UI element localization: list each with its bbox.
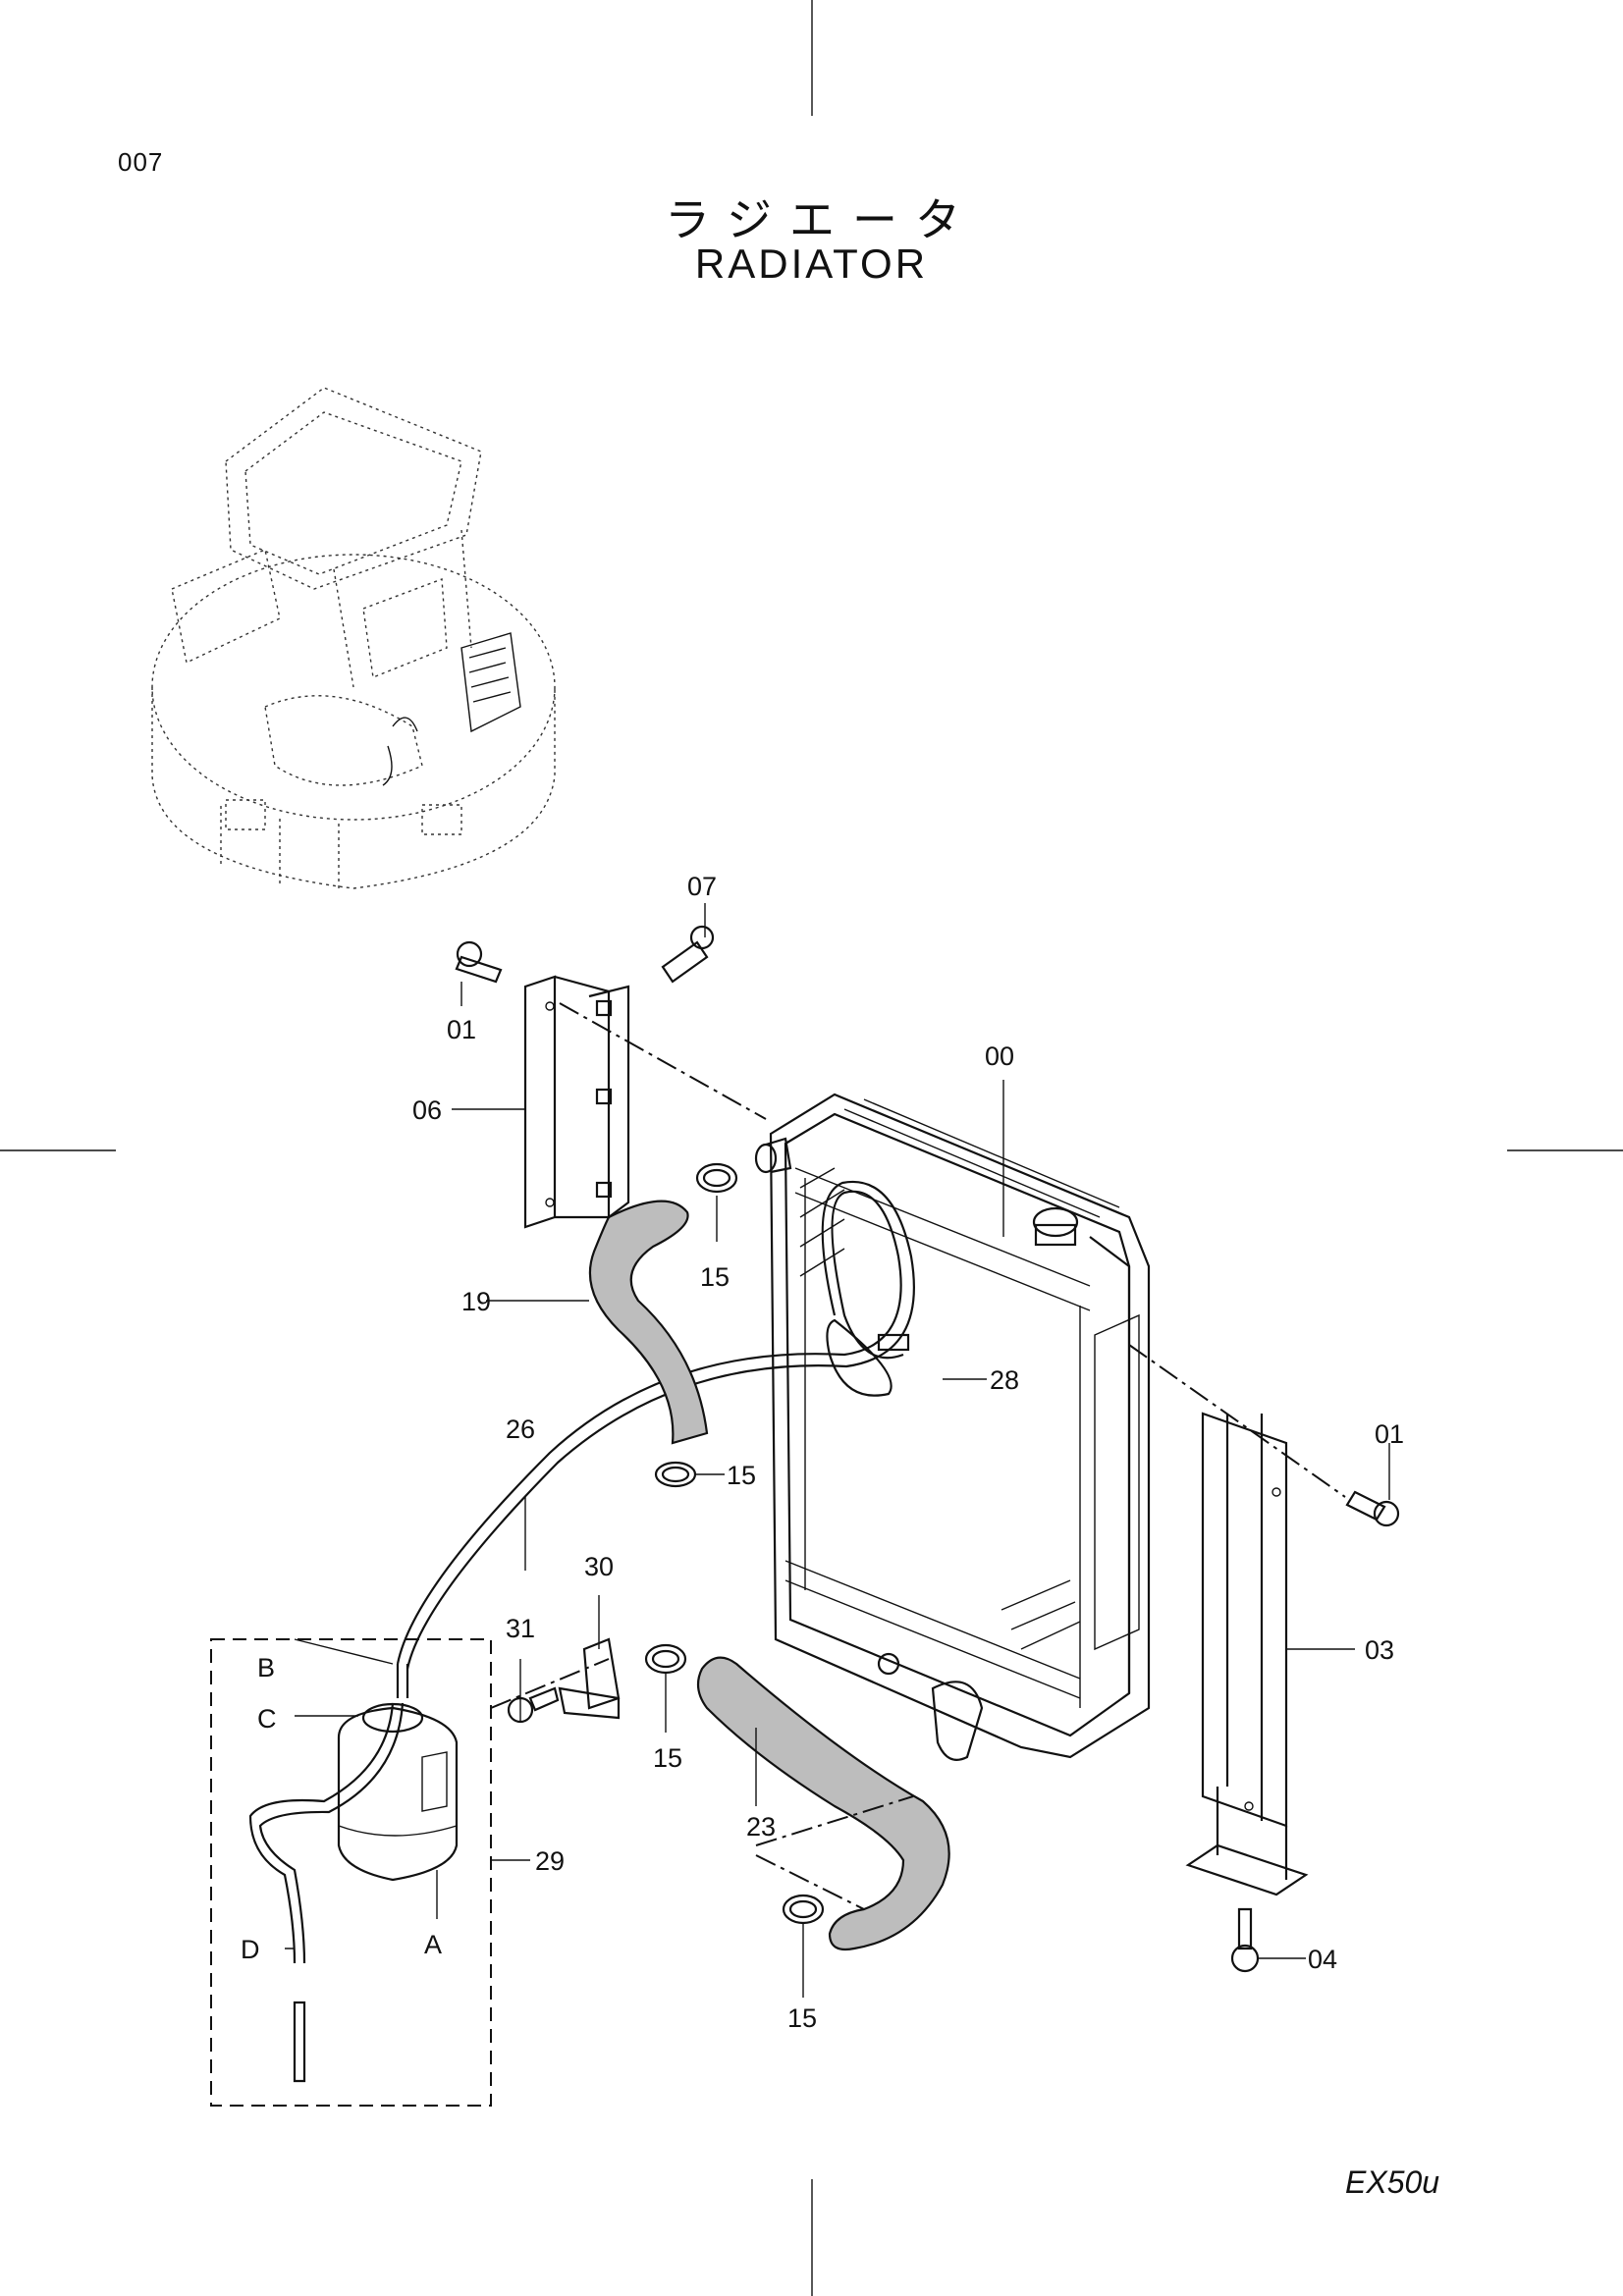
callout-01-left: 01 bbox=[447, 1015, 476, 1044]
callout-26: 26 bbox=[506, 1415, 535, 1444]
callout-31: 31 bbox=[506, 1614, 535, 1643]
reserve-tank-group bbox=[210, 1638, 492, 2107]
hose-band bbox=[826, 1318, 910, 1397]
title-english: RADIATOR bbox=[694, 240, 929, 287]
bolts bbox=[455, 925, 1400, 1973]
callout-19: 19 bbox=[461, 1287, 491, 1316]
callout-03: 03 bbox=[1365, 1635, 1394, 1665]
callout-30: 30 bbox=[584, 1552, 614, 1581]
clamps bbox=[644, 1162, 825, 1925]
callout-b: B bbox=[257, 1653, 275, 1682]
callout-15-b: 15 bbox=[727, 1461, 756, 1490]
callout-15-d: 15 bbox=[787, 2003, 817, 2033]
callout-c: C bbox=[257, 1704, 277, 1734]
callout-06: 06 bbox=[412, 1095, 442, 1125]
leader-lines bbox=[285, 903, 1390, 1998]
callout-04: 04 bbox=[1308, 1945, 1337, 1974]
callout-labels: 00 01 01 03 04 06 07 15 15 15 15 19 23 2… bbox=[241, 872, 1404, 2033]
callout-d: D bbox=[241, 1935, 260, 1964]
callout-00: 00 bbox=[985, 1041, 1014, 1071]
callout-23: 23 bbox=[746, 1812, 776, 1842]
callout-01-right: 01 bbox=[1375, 1419, 1404, 1449]
right-bracket bbox=[1185, 1412, 1309, 1896]
callout-28: 28 bbox=[990, 1365, 1019, 1395]
callout-a: A bbox=[424, 1930, 442, 1959]
overflow-hose bbox=[396, 1180, 915, 1670]
tank-stay bbox=[558, 1637, 621, 1720]
callout-07: 07 bbox=[687, 872, 717, 901]
callout-15-a: 15 bbox=[700, 1262, 730, 1292]
upper-hose bbox=[588, 1200, 709, 1445]
model-code: EX50u bbox=[1345, 2164, 1440, 2200]
lower-hose bbox=[696, 1656, 950, 1951]
machine-overview bbox=[151, 387, 556, 889]
left-bracket bbox=[523, 975, 630, 1229]
title-japanese: ラジエータ bbox=[664, 193, 979, 246]
callout-29: 29 bbox=[535, 1846, 565, 1876]
callout-15-c: 15 bbox=[653, 1743, 682, 1773]
radiator-core bbox=[754, 1093, 1151, 1761]
page-number: 007 bbox=[118, 147, 164, 177]
